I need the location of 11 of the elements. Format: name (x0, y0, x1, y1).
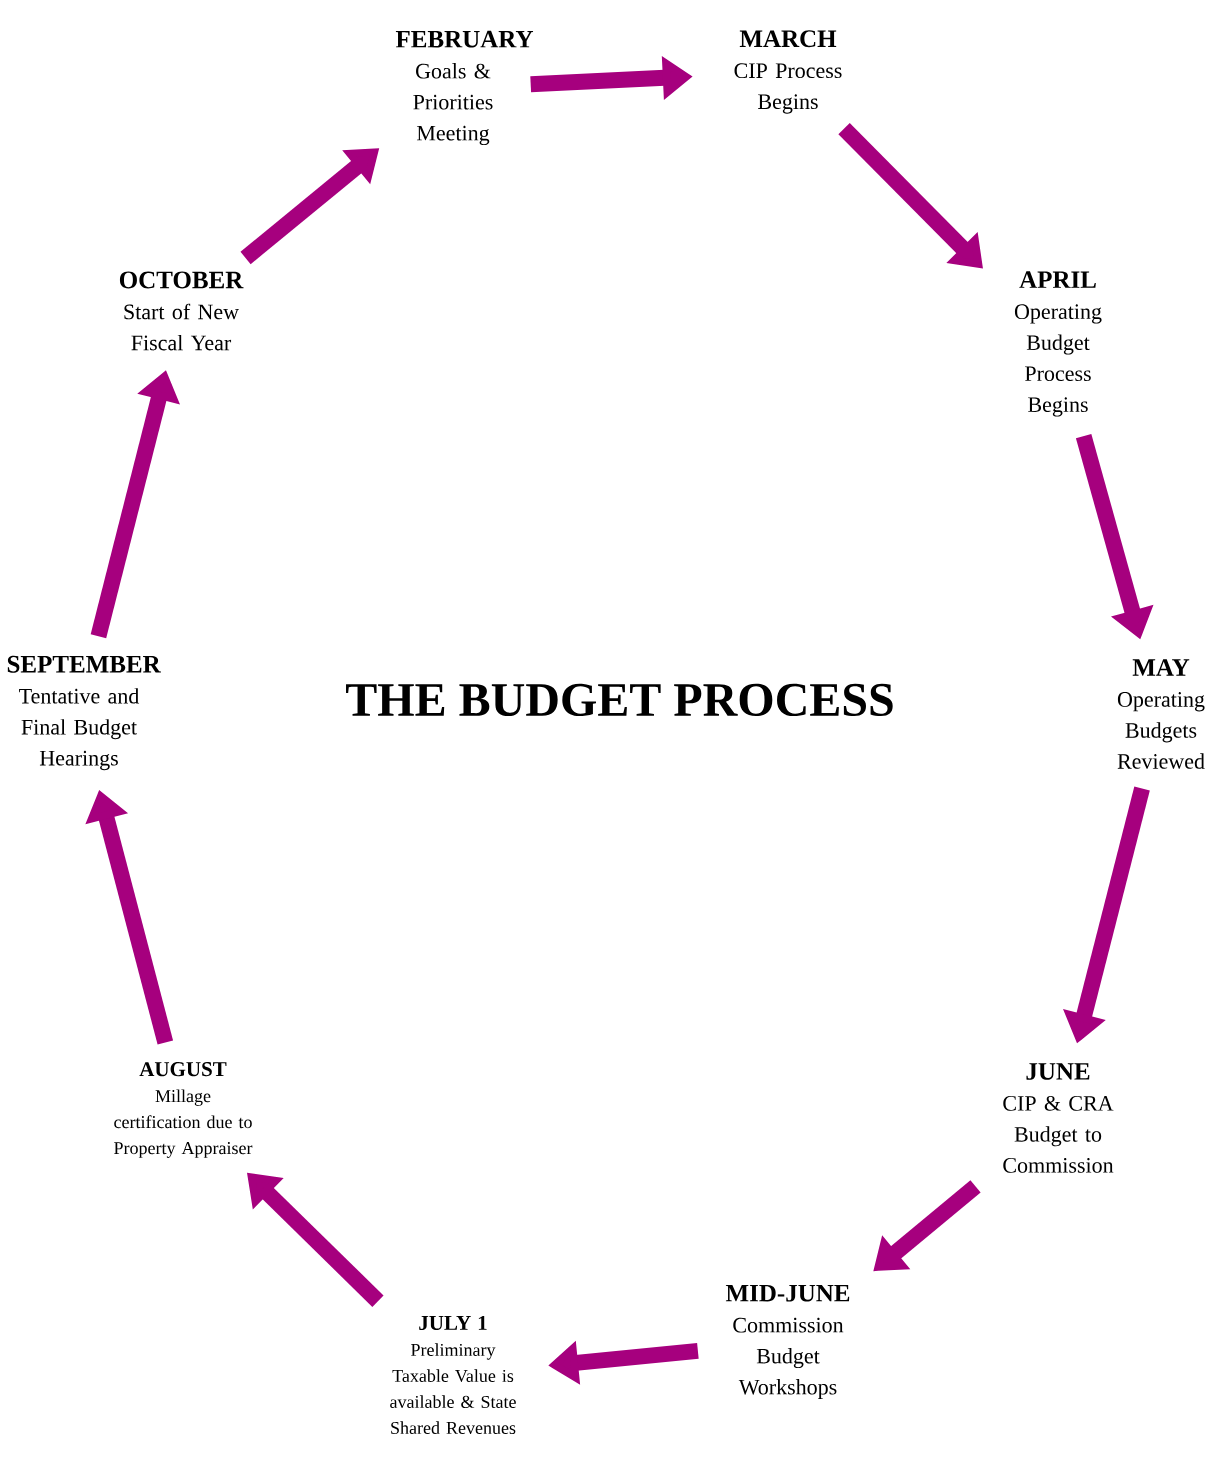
month-label: APRIL Operating Budget Process Begins (1014, 271, 1102, 417)
month-label: AUGUST Millage certification due to Property Appraiser (114, 1062, 253, 1158)
title: THE BUDGET PROCESS (346, 683, 893, 717)
month-label: MAY Operating Budgets Reviewed (1117, 659, 1205, 769)
month-label: OCTOBER Start of New Fiscal Year (119, 271, 244, 351)
month-label: JUNE CIP & CRA Budget to Commission (1003, 1063, 1114, 1173)
month-label: SEPTEMBER Tentative and Final Budget Hearings (7, 655, 161, 771)
month-label: FEBRUARY Goals & Priorities Meeting (395, 30, 534, 146)
month-label: MID-JUNE Commission Budget Workshops (725, 1284, 850, 1399)
month-label: JULY 1 Preliminary Taxable Value is available & State Shared Revenues (390, 1315, 516, 1434)
month-label: MARCH CIP Process Begins (734, 30, 842, 114)
